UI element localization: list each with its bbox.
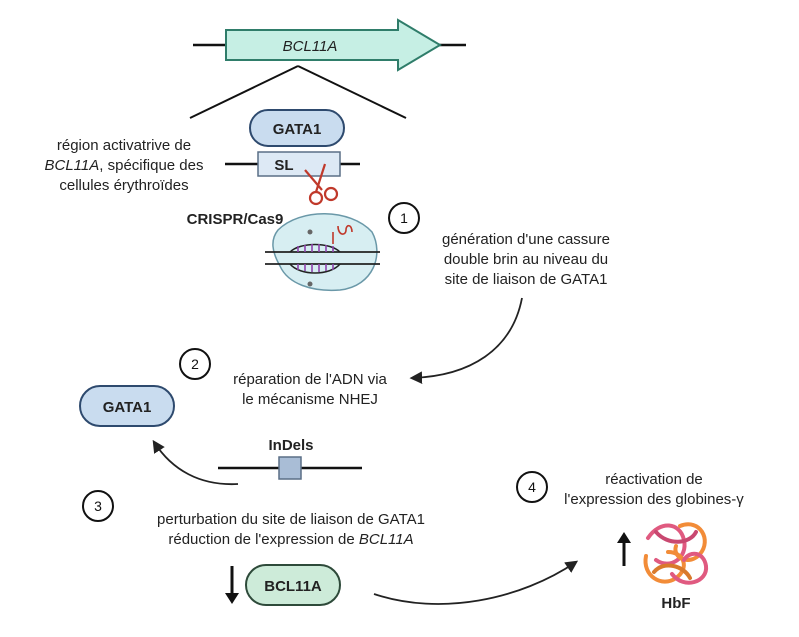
step-4-line2: l'expression des globines-γ	[564, 491, 744, 508]
step-2-number: 2	[191, 356, 199, 372]
scissors-icon	[304, 163, 339, 206]
step-3-line2: réduction de l'expression de BCL11A	[168, 531, 413, 548]
indels-box	[278, 456, 302, 480]
enhancer-description: région activatrive de BCL11A, spécifique…	[45, 137, 204, 194]
step-1-line2: double brin au niveau du	[444, 251, 608, 268]
enhancer-line2: BCL11A, spécifique des	[45, 157, 204, 174]
step-3-number: 3	[94, 498, 102, 514]
cas9-complex-icon	[265, 213, 380, 292]
up-arrow-icon	[617, 532, 631, 566]
bcl11a-gene: BCL11A	[193, 18, 466, 72]
bcl11a-protein-pill	[245, 564, 341, 606]
gata1-top-label: GATA1	[273, 121, 322, 138]
hbf-label: HbF	[661, 595, 690, 612]
step-3-line1: perturbation du site de liaison de GATA1	[157, 511, 425, 528]
enhancer-line2-italic: BCL11A	[45, 157, 100, 174]
enhancer-line3: cellules érythroïdes	[59, 177, 188, 194]
step-4-badge	[516, 471, 548, 503]
enhancer-region: SL	[225, 151, 360, 177]
indels: InDels	[218, 437, 362, 480]
zoom-line-left	[189, 65, 299, 119]
bcl11a-protein: BCL11A	[225, 564, 341, 606]
step-1-line1: génération d'une cassure	[442, 231, 610, 248]
step-2: 2 réparation de l'ADN via le mécanisme N…	[179, 348, 388, 408]
step-3-line2-prefix: réduction de l'expression de	[168, 531, 358, 548]
gata1-top-pill	[249, 109, 345, 147]
enhancer-line1: région activatrive de	[57, 137, 191, 154]
step-4: 4 réactivation de l'expression des globi…	[516, 471, 744, 508]
bcl11a-protein-label: BCL11A	[264, 578, 322, 595]
step-2-line1: réparation de l'ADN via	[233, 371, 387, 388]
arrow-bcl11a-to-hbf	[373, 560, 579, 605]
indels-label: InDels	[268, 437, 313, 454]
step-4-line1: réactivation de	[605, 471, 703, 488]
zoom-line-right	[297, 65, 407, 119]
gene-label: BCL11A	[283, 38, 338, 55]
step-1-badge	[388, 202, 420, 234]
step-2-badge	[179, 348, 211, 380]
gata1-left-pill	[79, 385, 175, 427]
step-3: 3 perturbation du site de liaison de GAT…	[82, 490, 425, 548]
gata1-left-label: GATA1	[103, 399, 152, 416]
arrow-indels-to-gata1	[152, 439, 239, 486]
sl-box	[257, 151, 341, 177]
step-2-line2: le mécanisme NHEJ	[242, 391, 378, 408]
hbf-molecule-icon	[643, 522, 709, 585]
arrow-step1-to-step2	[409, 297, 523, 384]
gene-arrow	[225, 18, 442, 72]
gata1-top: GATA1	[249, 109, 345, 147]
gata1-left: GATA1	[79, 385, 175, 427]
step-4-number: 4	[528, 479, 536, 495]
step-3-line2-italic: BCL11A	[359, 531, 414, 548]
step-1-line3: site de liaison de GATA1	[445, 271, 608, 288]
down-arrow-icon	[225, 593, 239, 604]
step-1: 1 génération d'une cassure double brin a…	[388, 202, 610, 288]
step-1-number: 1	[400, 210, 408, 226]
enhancer-line2-rest: , spécifique des	[99, 157, 203, 174]
step-3-badge	[82, 490, 114, 522]
sl-label: SL	[274, 157, 293, 174]
crispr-label: CRISPR/Cas9	[187, 211, 284, 228]
